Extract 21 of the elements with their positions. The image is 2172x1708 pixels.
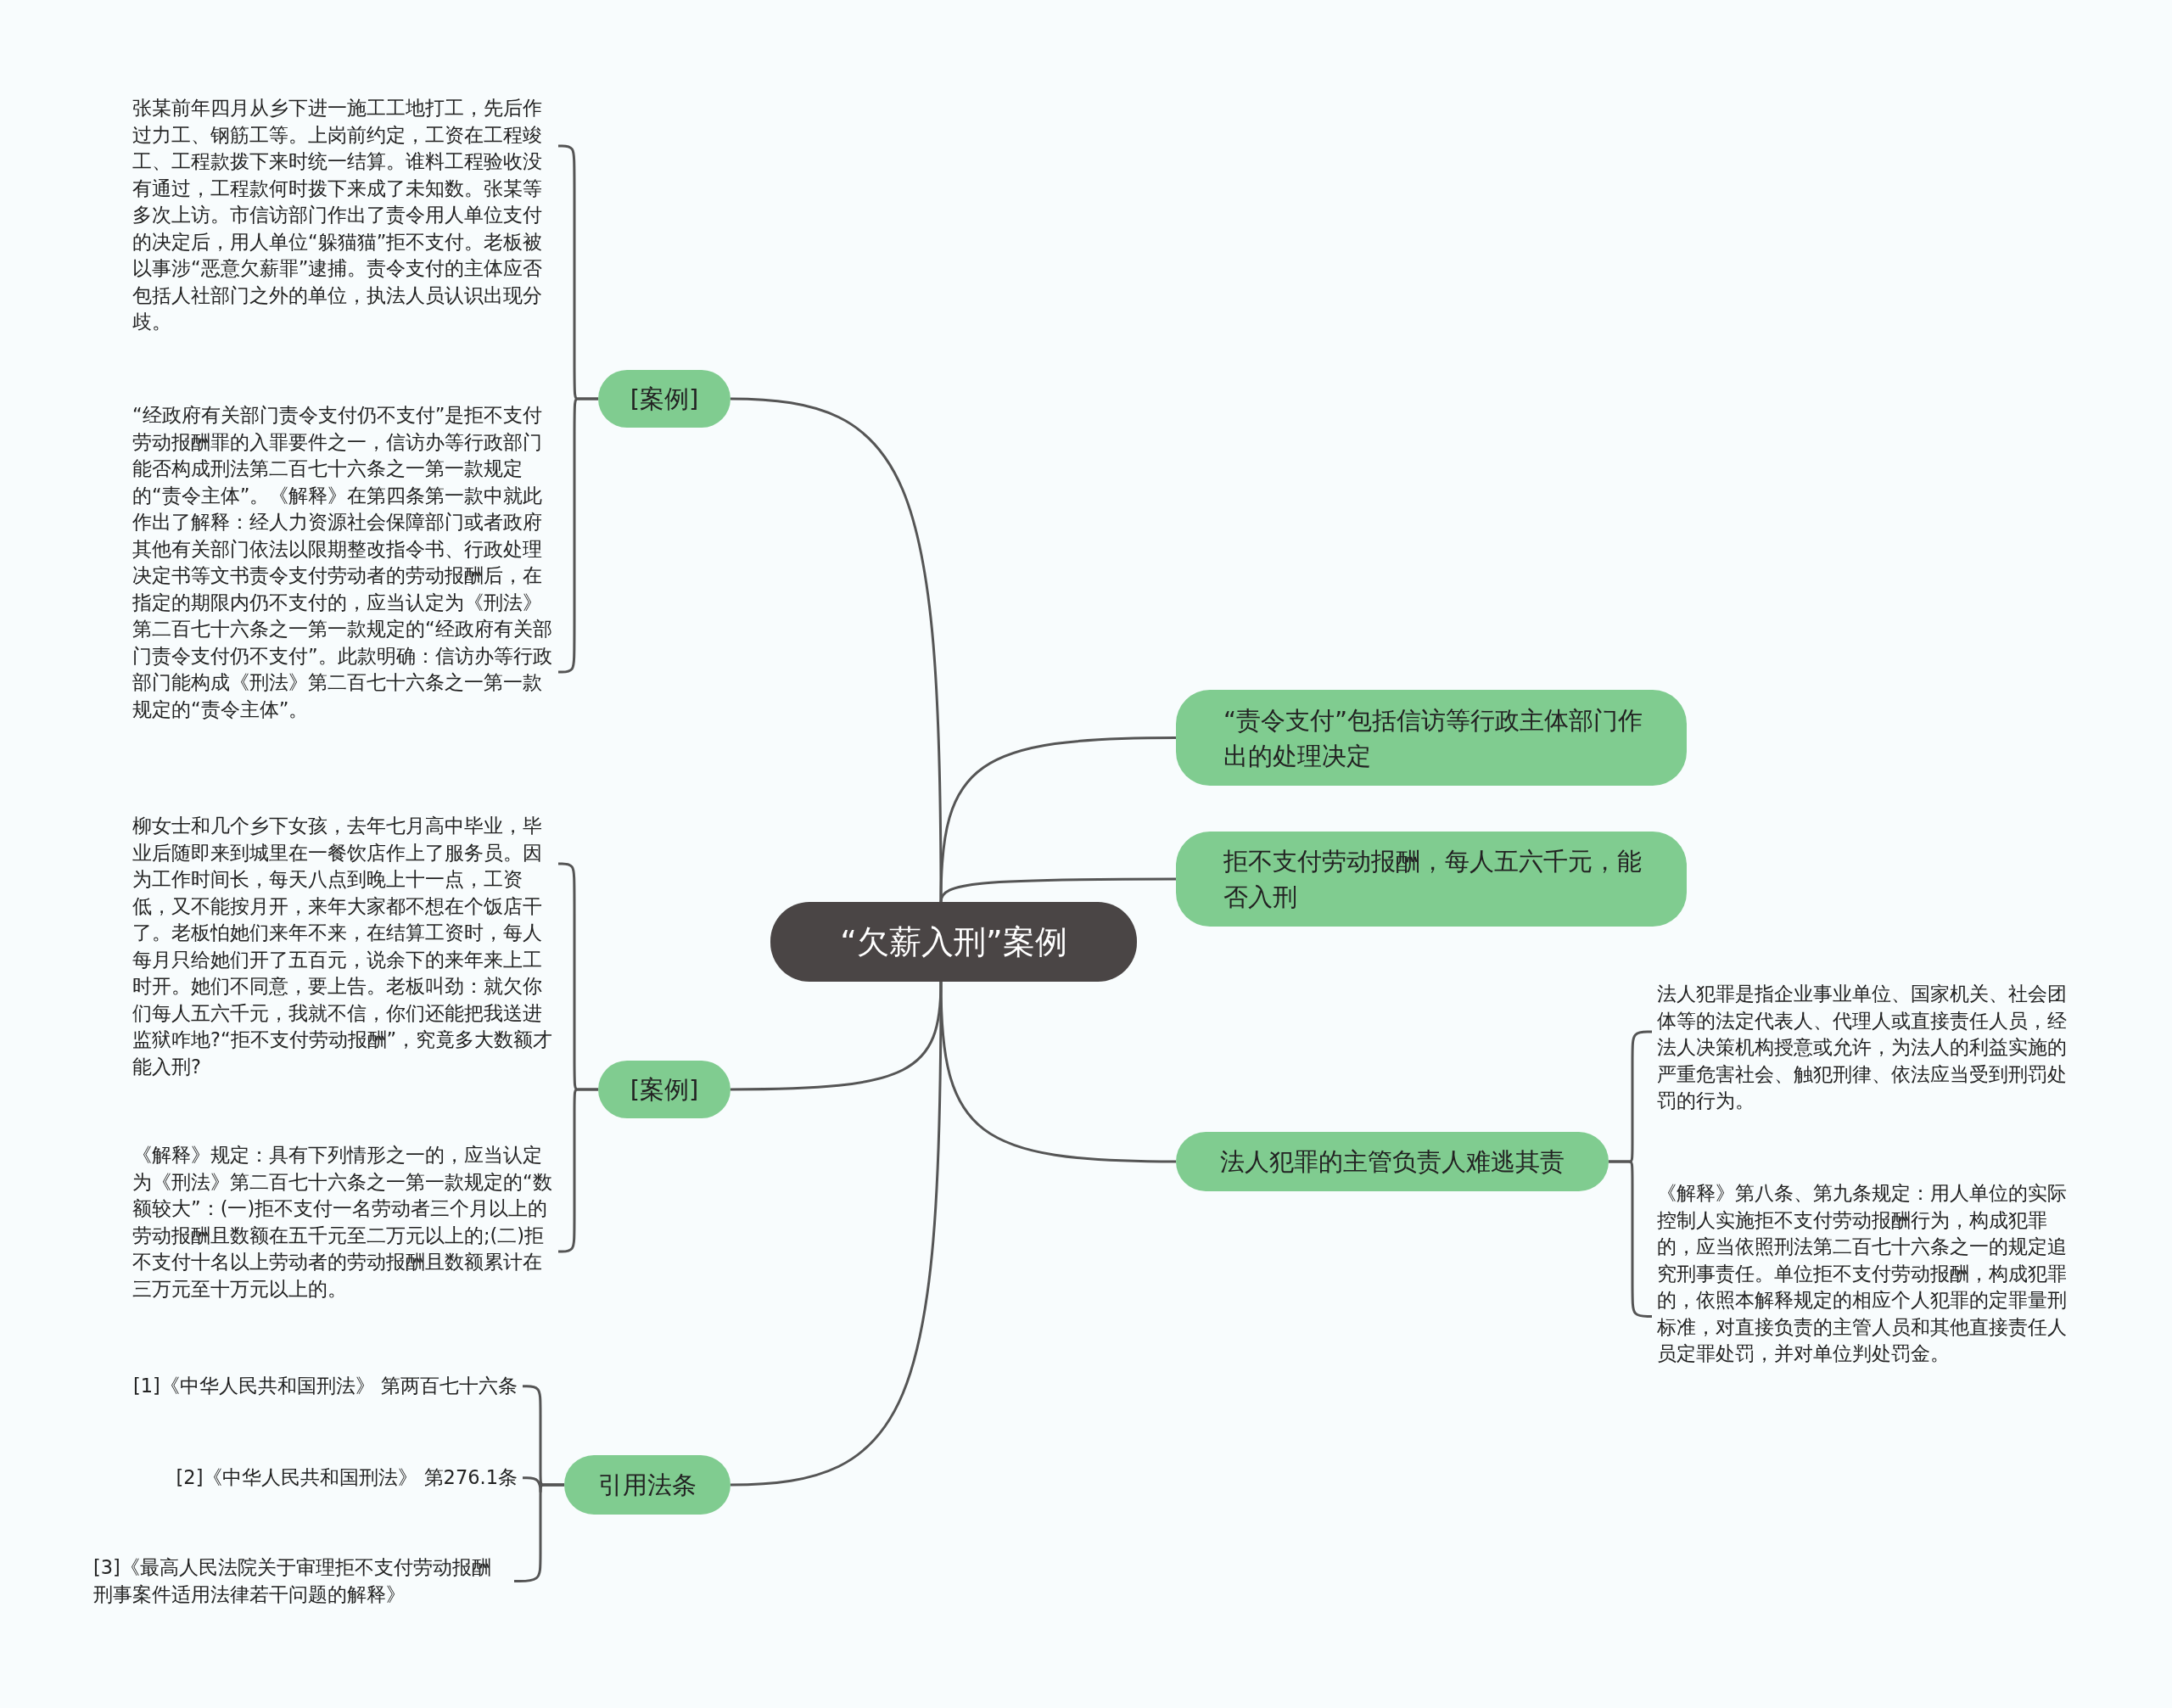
topic-pill: 引用法条	[564, 1455, 731, 1515]
note-text: [1]《中华人民共和国刑法》 第两百七十六条	[93, 1373, 518, 1400]
connector-line	[939, 736, 1176, 903]
note-text: 柳女士和几个乡下女孩，去年七月高中毕业，毕业后随即来到城里在一餐饮店作上了服务员。因为工作时间长，每天八点到晚上十一点，工资低，又不能按月开，来年大家都不想在个饭店干了。老板怕她们来年不来，在结算工资时，每人每月只给她们开了五百元，说余下的来年来上工时开。她们不同意，要上告。老板叫劲：就欠你们每人五六千元，我就不信，你们还能把我送进监狱咋地?“拒不支付劳动报酬”，究竟多大数额才能入刑?	[132, 813, 553, 1080]
connector-line	[730, 982, 943, 1487]
note-text: 张某前年四月从乡下进一施工工地打工，先后作过力工、钢筋工等。上岗前约定，工资在工程竣工、工程款拨下来时统一结算。谁料工程验收没有通过，工程款何时拨下来成了未知数。张某等多次上访。市信访部门作出了责令用人单位支付的决定后，用人单位“躲猫猫”拒不支付。老板被以事涉“恶意欠薪罪”逮捕。责令支付的主体应否包括人社部门之外的单位，执法人员认识出现分歧。	[132, 95, 553, 336]
note-text: 法人犯罪是指企业事业单位、国家机关、社会团体等的法定代表人、代理人或直接责任人员，经法人决策机构授意或允许，为法人的利益实施的严重危害社会、触犯刑律、依法应当受到刑罚处罚的行为。	[1657, 981, 2080, 1115]
note-text: “经政府有关部门责令支付仍不支付”是拒不支付劳动报酬罪的入罪要件之一，信访办等行政部门能否构成刑法第二百七十六条之一第一款规定的“责令主体”。《解释》在第四条第一款中就此作出了解释：经人力资源社会保障部门或者政府其他有关部门依法以限期整改指令书、行政处理决定书等文书责令支付劳动者的劳动报酬后，在指定的期限内仍不支付的，应当认定为《刑法》第二百七十六条之一第一款规定的“经政府有关部门责令支付仍不支付”。此款明确：信访办等行政部门能构成《刑法》第二百七十六条之一第一款规定的“责令主体”。	[132, 402, 553, 723]
note-text: 《解释》规定：具有下列情形之一的，应当认定为《刑法》第二百七十六条之一第一款规定的“数额较大”：(一)拒不支付一名劳动者三个月以上的劳动报酬且数额在五千元至二万元以上的;(二)拒不支付十名以上劳动者的劳动报酬且数额累计在三万元至十万元以上的。	[132, 1142, 553, 1302]
topic-pill: 拒不支付劳动报酬，每人五六千元，能否入刑	[1176, 832, 1687, 927]
topic-pill: [案例]	[598, 1061, 731, 1118]
topic-pill: “责令支付”包括信访等行政主体部门作出的处理决定	[1176, 690, 1687, 786]
note-text: 《解释》第八条、第九条规定：用人单位的实际控制人实施拒不支付劳动报酬行为，构成犯罪的，应当依照刑法第二百七十六条之一的规定追究刑事责任。单位拒不支付劳动报酬，构成犯罪的，依照本解释规定的相应个人犯罪的定罪量刑标准，对直接负责的主管人员和其他直接责任人员定罪处罚，并对单位判处罚金。	[1657, 1180, 2080, 1368]
connector-line	[730, 397, 943, 902]
central-topic: “欠薪入刑”案例	[770, 902, 1137, 982]
topic-pill: 法人犯罪的主管负责人难逃其责	[1176, 1132, 1609, 1191]
connector-line	[939, 877, 1176, 903]
note-text: [2]《中华人民共和国刑法》 第276.1条	[144, 1464, 518, 1492]
note-text: [3]《最高人民法院关于审理拒不支付劳动报酬刑事案件适用法律若干问题的解释》	[93, 1554, 509, 1608]
connector-line	[939, 981, 1177, 1163]
topic-pill: [案例]	[598, 370, 731, 428]
